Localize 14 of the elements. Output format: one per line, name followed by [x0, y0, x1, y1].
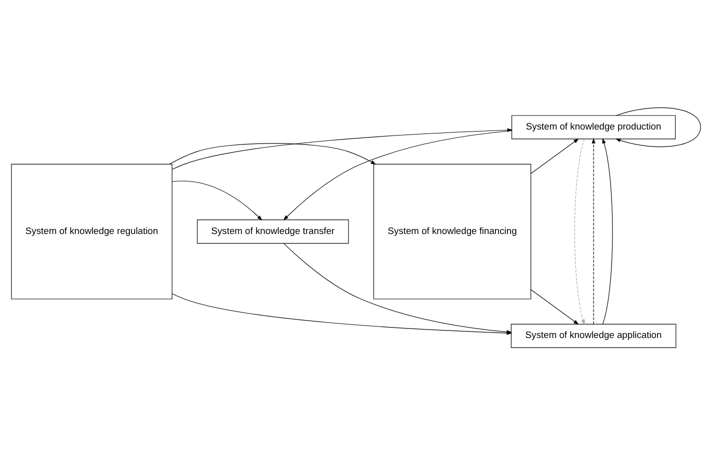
node-box: System of knowledge regulation	[11, 164, 172, 300]
arrow	[530, 138, 579, 174]
arrow	[172, 180, 262, 220]
node-box: System of knowledge application	[510, 324, 676, 348]
arrow	[530, 289, 579, 325]
arrow	[169, 143, 376, 165]
arrow	[574, 138, 585, 325]
node-box: System of knowledge production	[512, 115, 676, 140]
arrow	[602, 138, 613, 324]
arrow	[592, 138, 596, 324]
arrow	[283, 130, 512, 220]
node-box: System of knowledge financing	[373, 164, 532, 300]
arrow	[615, 107, 701, 148]
node-box: System of knowledge transfer	[196, 220, 349, 244]
